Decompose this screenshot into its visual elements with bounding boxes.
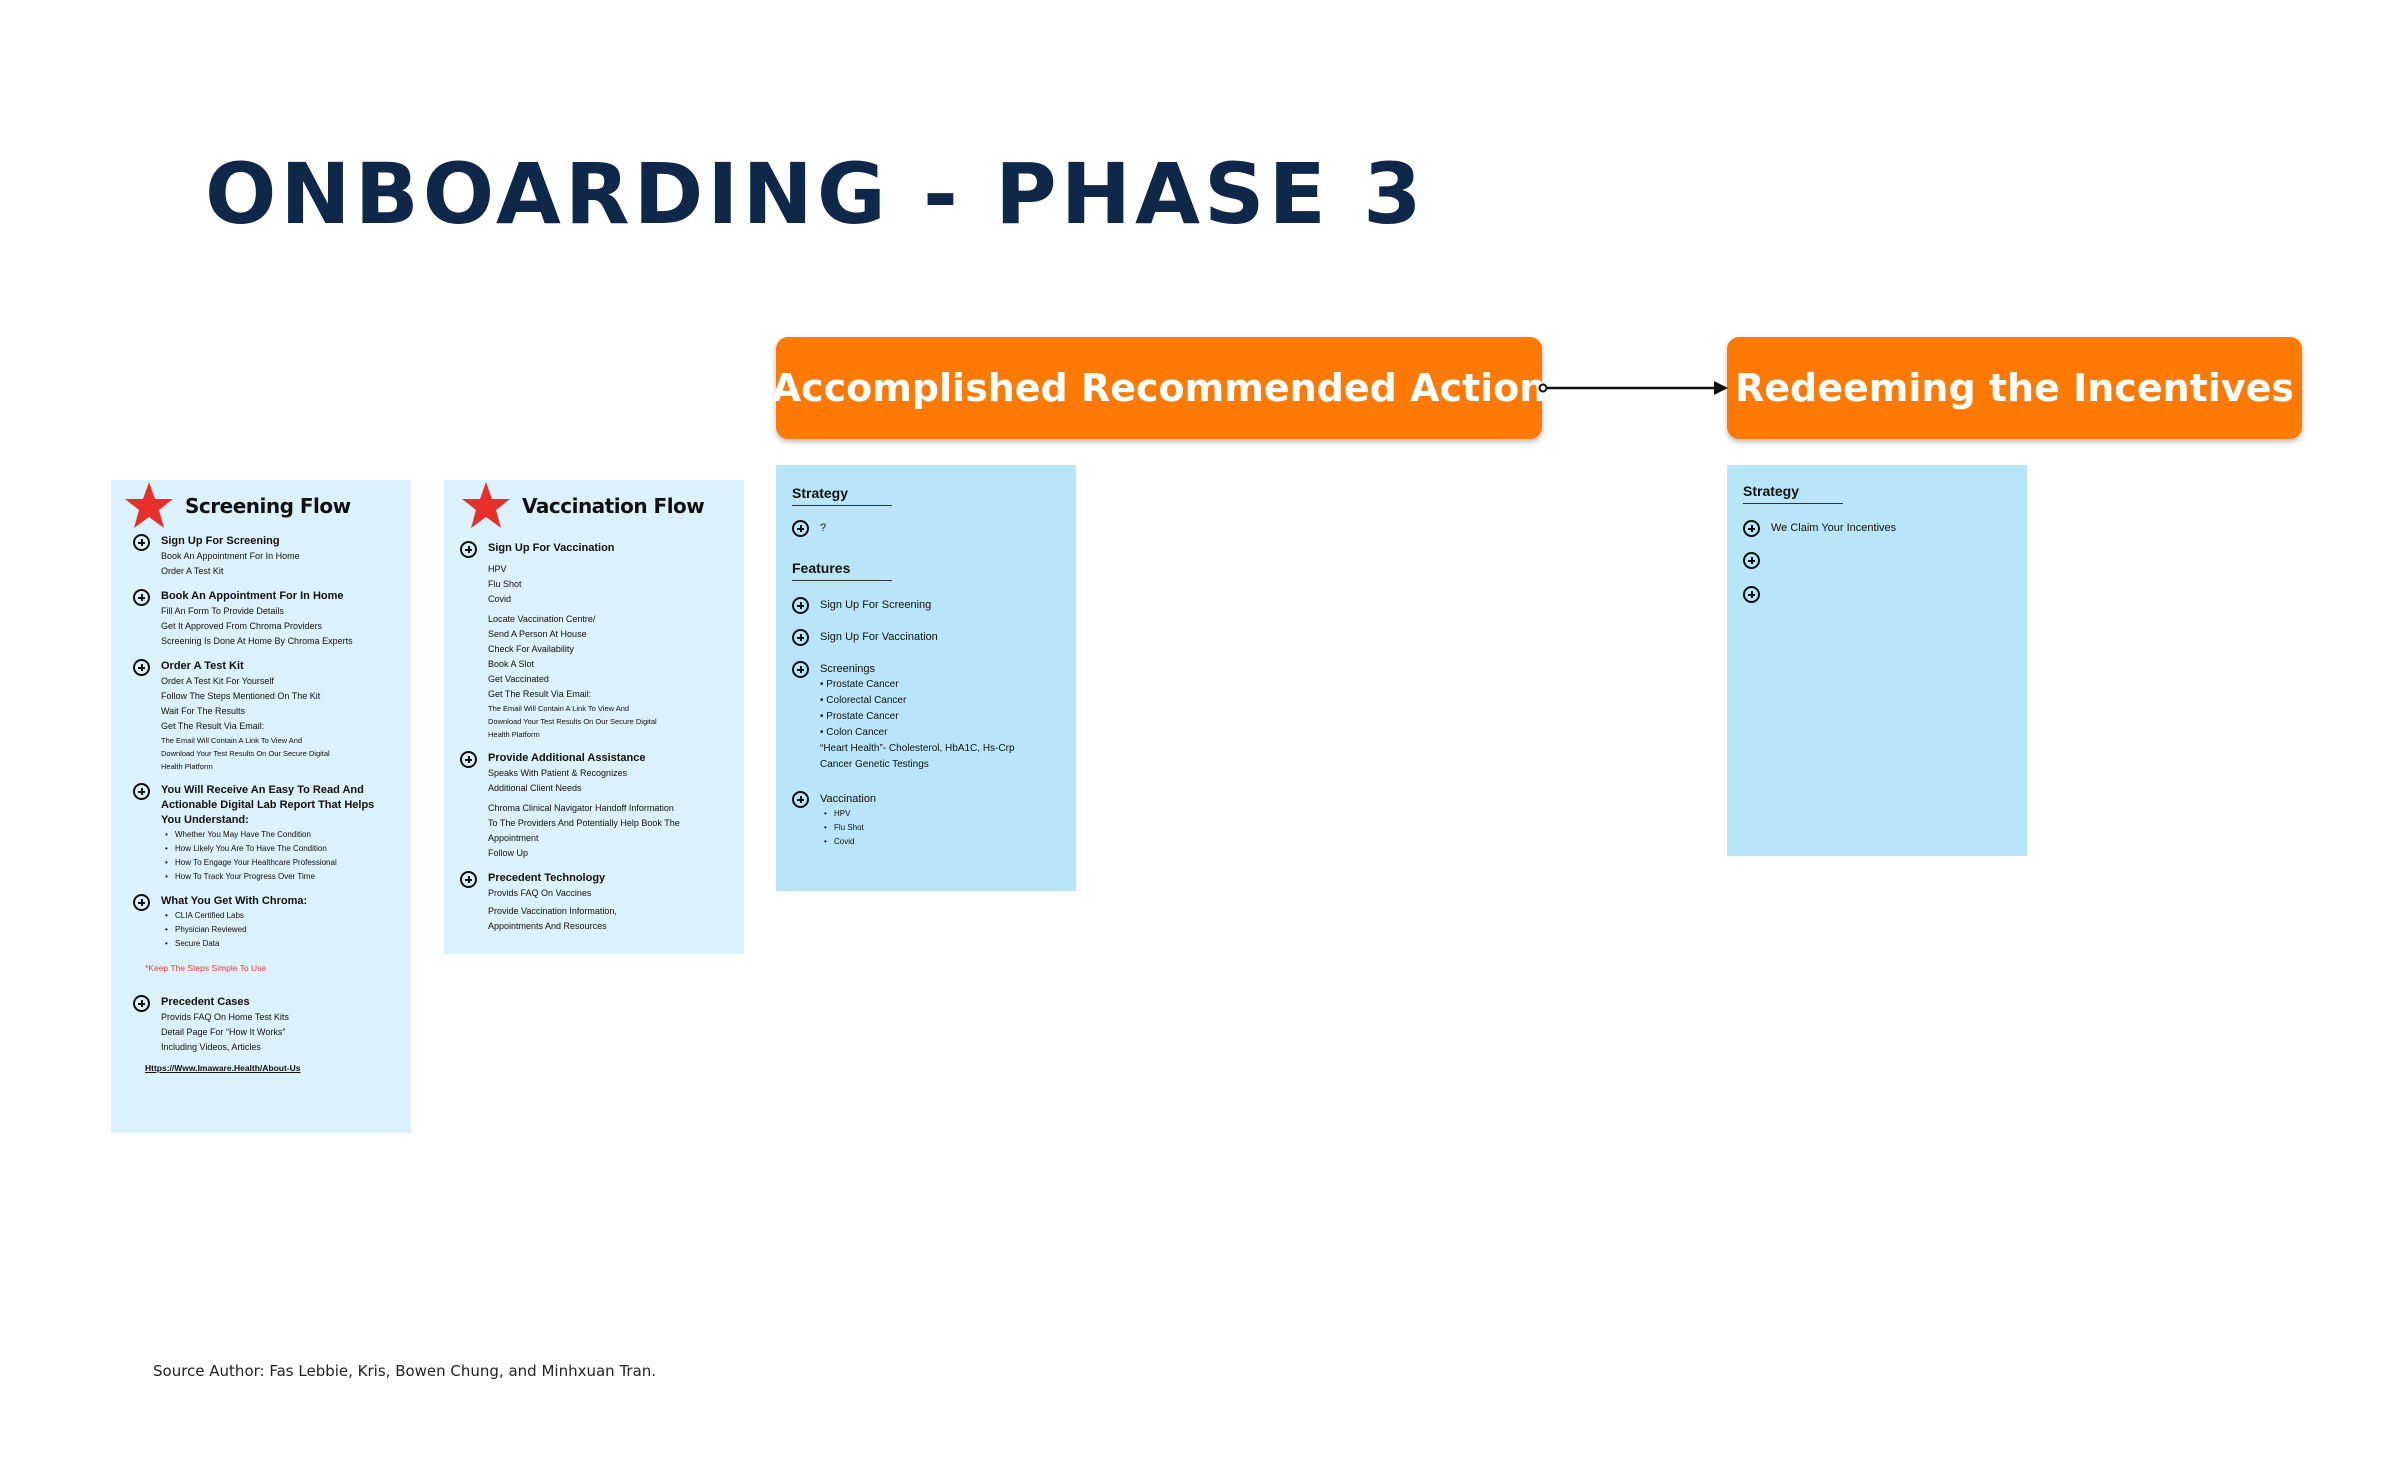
circle-plus-icon [792, 520, 809, 537]
vaccination-flow-card: Vaccination Flow Sign Up For Vaccination… [444, 480, 744, 954]
list-item [1743, 552, 1896, 569]
list-item: Screenings • Prostate Cancer • Colorecta… [792, 661, 1015, 773]
circle-plus-icon [133, 894, 150, 911]
list-item: Vaccination HPV Flu Shot Covid [792, 791, 1015, 849]
stage-accomplished-action: Accomplished Recommended Action [772, 337, 1546, 439]
page-title: ONBOARDING - PHASE 3 [205, 145, 1426, 243]
list-item [1743, 586, 1896, 603]
screening-flow-card: Screening Flow Sign Up For Screening Boo… [111, 480, 411, 1133]
action-details-card: Strategy ? Features Sign Up For Screenin… [776, 465, 1076, 891]
circle-plus-icon [133, 659, 150, 676]
circle-plus-icon [792, 597, 809, 614]
reference-link[interactable]: Https://Www.Imaware.Health/About-Us [145, 1063, 301, 1073]
circle-plus-icon [792, 791, 809, 808]
list-item: We Claim Your Incentives [1743, 520, 1896, 537]
list-item: You Will Receive An Easy To Read And Act… [133, 783, 403, 884]
star-icon [125, 482, 173, 528]
list-item: ? [792, 520, 1015, 537]
list-item: Sign Up For Vaccination HPV Flu Shot Cov… [460, 541, 735, 741]
circle-plus-icon [460, 751, 477, 768]
stage-redeeming-incentives: Redeeming the Incentives [1727, 337, 2302, 439]
vaccination-flow-title: Vaccination Flow [522, 494, 705, 518]
list-item: What You Get With Chroma: CLIA Certified… [133, 894, 403, 951]
redeem-details-card: Strategy We Claim Your Incentives [1727, 465, 2027, 856]
circle-plus-icon [133, 589, 150, 606]
circle-plus-icon [1743, 586, 1760, 603]
list-item: Sign Up For Vaccination [792, 629, 1015, 646]
flow-arrow [1538, 381, 1728, 395]
list-item: Precedent Technology Provids FAQ On Vacc… [460, 871, 735, 934]
list-item: Book An Appointment For In Home Fill An … [133, 589, 403, 649]
screening-flow-title: Screening Flow [185, 494, 351, 518]
list-item: Sign Up For Screening [792, 597, 1015, 614]
circle-plus-icon [1743, 552, 1760, 569]
circle-plus-icon [133, 995, 150, 1012]
strategy-heading: Strategy [792, 485, 892, 506]
list-item: Precedent Cases Provids FAQ On Home Test… [133, 995, 403, 1055]
circle-plus-icon [460, 871, 477, 888]
circle-plus-icon [133, 534, 150, 551]
circle-plus-icon [792, 629, 809, 646]
features-heading: Features [792, 560, 892, 581]
list-item: Provide Additional Assistance Speaks Wit… [460, 751, 735, 861]
list-item: Order A Test Kit Order A Test Kit For Yo… [133, 659, 403, 773]
circle-plus-icon [1743, 520, 1760, 537]
circle-plus-icon [133, 783, 150, 800]
star-icon [462, 482, 510, 528]
source-credit: Source Author: Fas Lebbie, Kris, Bowen C… [153, 1362, 657, 1380]
note-text: *Keep The Steps Simple To Use [145, 963, 267, 973]
strategy-heading: Strategy [1743, 483, 1843, 504]
circle-plus-icon [460, 541, 477, 558]
list-item: Sign Up For Screening Book An Appointmen… [133, 534, 403, 579]
circle-plus-icon [792, 661, 809, 678]
